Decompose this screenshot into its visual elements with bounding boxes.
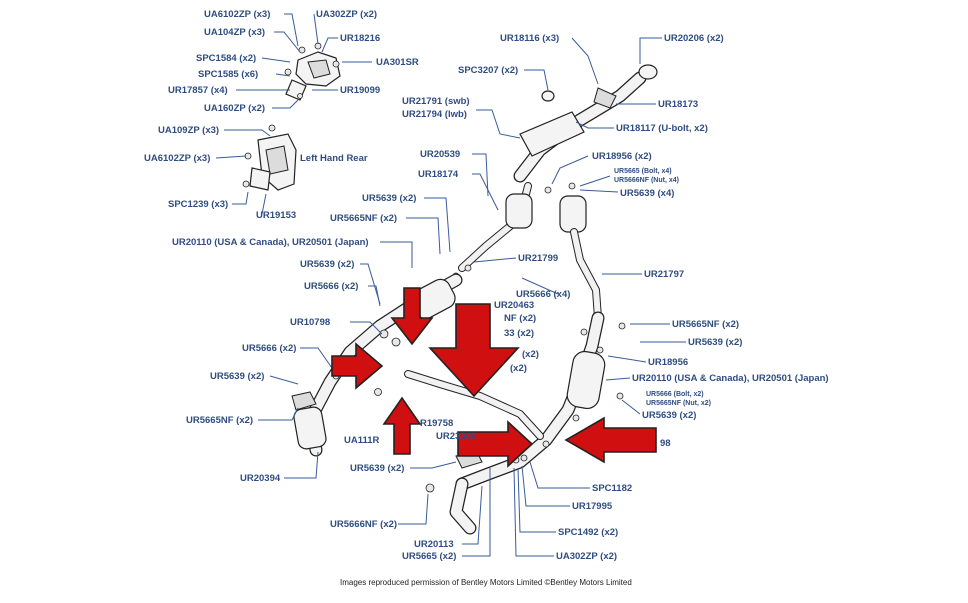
label-ua160zp: UA160ZP (x2) xyxy=(204,103,265,114)
label-ur18216: UR18216 xyxy=(340,33,380,44)
label-ur21797: UR21797 xyxy=(644,269,684,280)
label-ur5639-e: UR5639 (x2) xyxy=(642,410,696,421)
top-hanger-bracket xyxy=(284,42,341,101)
label-spc1492: SPC1492 (x2) xyxy=(558,527,618,538)
front-pipes-right xyxy=(425,311,626,535)
label-ur21799: UR21799 xyxy=(518,253,558,264)
label-ur5665nf-nut: UR5665NF (Nut, x2) xyxy=(646,400,711,407)
tailpipe-assembly xyxy=(513,64,658,183)
label-ur5639-x4: UR5639 (x4) xyxy=(620,188,674,199)
label-spc3207: SPC3207 (x2) xyxy=(458,65,518,76)
label-ua301sr: UA301SR xyxy=(376,57,419,68)
label-ur5665nf-b: UR5665NF (x2) xyxy=(672,319,739,330)
label-x2-frag-b: (x2) xyxy=(510,363,527,374)
label-ur20113: UR20113 xyxy=(414,539,454,550)
label-ua6102zp-top: UA6102ZP (x3) xyxy=(204,9,270,20)
label-ur18956-x2: UR18956 (x2) xyxy=(592,151,652,162)
label-ur5666-bolt: UR5666 (Bolt, x2) xyxy=(646,391,704,398)
label-x2-frag-a: (x2) xyxy=(522,349,539,360)
label-ur17995: UR17995 xyxy=(572,501,613,512)
label-ur5665-bolt: UR5665 (Bolt, x4) xyxy=(614,168,672,175)
label-ur17857: UR17857 (x4) xyxy=(168,85,228,96)
label-98-frag: 98 xyxy=(660,438,671,449)
copyright-credit: Images reproduced permission of Bentley … xyxy=(340,578,632,587)
arrow-down-large xyxy=(428,303,520,398)
arrow-right-bottom xyxy=(457,420,534,468)
label-ur5639-f: UR5639 (x2) xyxy=(350,463,404,474)
label-ur5666-b: UR5666 (x2) xyxy=(242,343,296,354)
label-ua104zp: UA104ZP (x3) xyxy=(204,27,265,38)
label-ur5639-b: UR5639 (x2) xyxy=(300,259,354,270)
arrow-left-bottom xyxy=(564,416,657,464)
label-ur20110-b: UR20110 (USA & Canada), UR20501 (Japan) xyxy=(632,373,829,384)
arrow-right-left xyxy=(331,342,384,390)
label-ur20110-a: UR20110 (USA & Canada), UR20501 (Japan) xyxy=(172,237,369,248)
label-ur18173: UR18173 xyxy=(658,99,698,110)
label-ur5666-x4: UR5666 (x4) xyxy=(516,289,570,300)
label-ur21791: UR21791 (swb) xyxy=(402,96,470,107)
label-ur19153: UR19153 xyxy=(256,210,296,221)
highlight-arrows xyxy=(331,287,657,468)
label-spc1584: SPC1584 (x2) xyxy=(196,53,256,64)
label-ua302zp-bottom: UA302ZP (x2) xyxy=(556,551,617,562)
arrow-up xyxy=(382,396,422,455)
label-spc1239: SPC1239 (x3) xyxy=(168,199,228,210)
label-ur5639-d: UR5639 (x2) xyxy=(210,371,264,382)
label-ur5639-a: UR5639 (x2) xyxy=(362,193,416,204)
label-ur18116: UR18116 (x3) xyxy=(500,33,559,44)
label-ur23580-frag: UR23580 xyxy=(436,431,476,442)
label-left-hand-rear: Left Hand Rear xyxy=(300,153,368,164)
leader-lines xyxy=(215,13,686,557)
label-ur5665: UR5665 (x2) xyxy=(402,551,456,562)
label-ur18117: UR18117 (U-bolt, x2) xyxy=(616,123,708,134)
label-ur10798: UR10798 xyxy=(290,317,330,328)
left-hand-rear-bracket xyxy=(242,124,297,191)
label-nf-x2-frag: NF (x2) xyxy=(504,313,536,324)
arrow-down-left xyxy=(390,287,434,346)
rear-silencers xyxy=(452,182,602,322)
label-ur18174: UR18174 xyxy=(418,169,459,180)
label-ur20463: UR20463 xyxy=(494,300,534,311)
label-ur20394: UR20394 xyxy=(240,473,281,484)
label-ur5666nf-nut: UR5666NF (Nut, x4) xyxy=(614,177,679,184)
label-ur18956: UR18956 xyxy=(648,357,688,368)
label-ua109zp: UA109ZP (x3) xyxy=(158,125,219,136)
label-ur21794: UR21794 (lwb) xyxy=(402,109,467,120)
label-ua6102zp-mid: UA6102ZP (x3) xyxy=(144,153,210,164)
label-ua302zp-top: UA302ZP (x2) xyxy=(316,9,377,20)
label-ur20206: UR20206 (x2) xyxy=(664,33,724,44)
label-ur5665nf-a: UR5665NF (x2) xyxy=(330,213,397,224)
label-spc1182: SPC1182 xyxy=(592,483,632,494)
label-ur5666nf: UR5666NF (x2) xyxy=(330,519,397,530)
label-33-x2-frag: 33 (x2) xyxy=(504,328,534,339)
label-ur5639-c: UR5639 (x2) xyxy=(688,337,742,348)
label-ur5666-a: UR5666 (x2) xyxy=(304,281,358,292)
part-labels: UA6102ZP (x3) UA302ZP (x2) UA104ZP (x3) … xyxy=(144,9,829,562)
label-ua111r-frag: UA111R xyxy=(344,435,380,446)
label-ur20539: UR20539 xyxy=(420,149,460,160)
label-spc1585: SPC1585 (x6) xyxy=(198,69,258,80)
label-ur19099: UR19099 xyxy=(340,85,380,96)
label-ur5665nf-c: UR5665NF (x2) xyxy=(186,415,253,426)
label-r19758-frag: R19758 xyxy=(420,418,453,429)
